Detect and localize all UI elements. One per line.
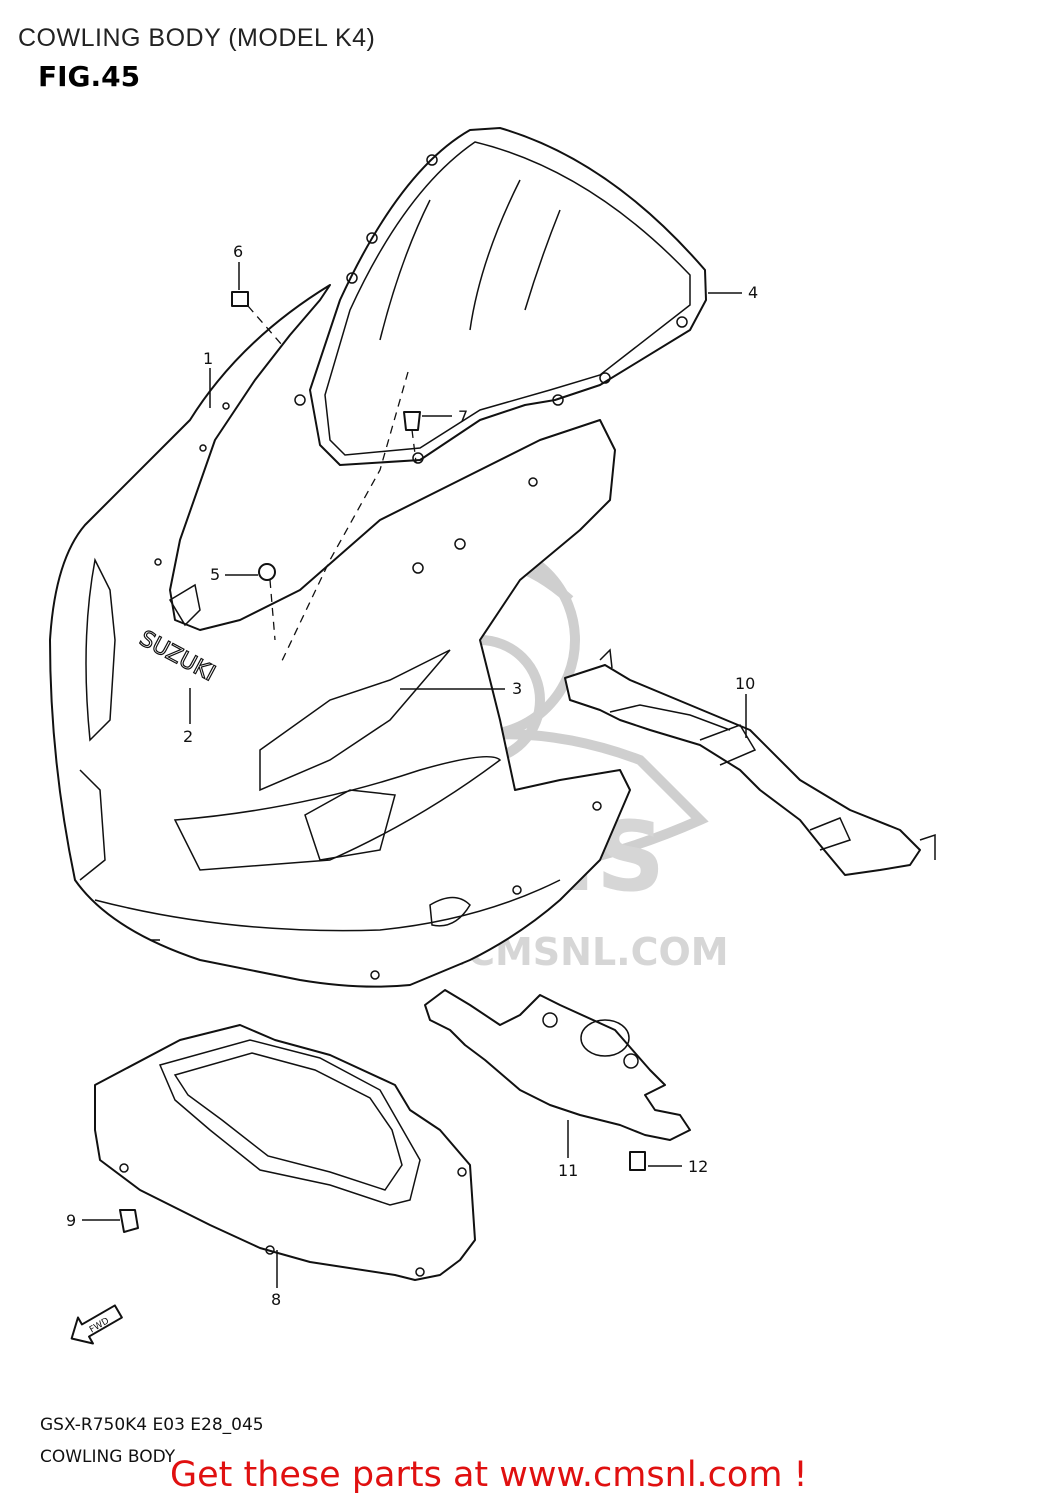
callout-6: 6 [233,242,243,290]
svg-text:11: 11 [558,1161,578,1180]
screw-12-icon [629,1151,646,1171]
part-1-upper-cowling: SUZUKI [49,284,631,988]
fasteners [119,291,646,1233]
callout-10: 10 [735,674,755,738]
callout-5: 5 [210,565,258,584]
svg-text:3: 3 [512,679,522,698]
diagram-name: COWLING BODY [40,1447,176,1467]
diagram-code: GSX-R750K4 E03 E28_045 [40,1415,264,1435]
callout-2: 2 [183,688,193,746]
part-8-lower-panel [94,1024,476,1281]
screw-5-icon [258,563,276,581]
svg-text:9: 9 [66,1211,76,1230]
svg-text:12: 12 [688,1157,708,1176]
promo-link[interactable]: Get these parts at www.cmsnl.com ! [170,1455,808,1495]
svg-text:4: 4 [748,283,758,302]
callout-4: 4 [708,283,758,302]
page-title: COWLING BODY (MODEL K4) [18,24,376,52]
svg-text:2: 2 [183,727,193,746]
screw-7-icon [403,411,421,431]
figure-label: FIG.45 [38,60,141,93]
callout-3: 3 [400,679,522,698]
callout-7: 7 [422,407,468,426]
callout-11: 11 [558,1120,578,1180]
screw-6-icon [231,291,249,307]
svg-text:6: 6 [233,242,243,261]
callout-1: 1 [203,349,213,408]
svg-text:8: 8 [271,1290,281,1309]
svg-text:5: 5 [210,565,220,584]
fwd-arrow-icon: FWD [70,1304,123,1345]
part-10-inner-duct [564,648,936,876]
part-11-bracket [424,989,691,1141]
callout-9: 9 [66,1211,120,1230]
svg-text:1: 1 [203,349,213,368]
svg-text:7: 7 [458,407,468,426]
part-4-windscreen [294,127,707,466]
clip-9-icon [119,1209,139,1233]
svg-text:10: 10 [735,674,755,693]
install-lines [247,305,417,666]
callout-8: 8 [271,1250,281,1309]
callout-12: 12 [648,1157,708,1176]
